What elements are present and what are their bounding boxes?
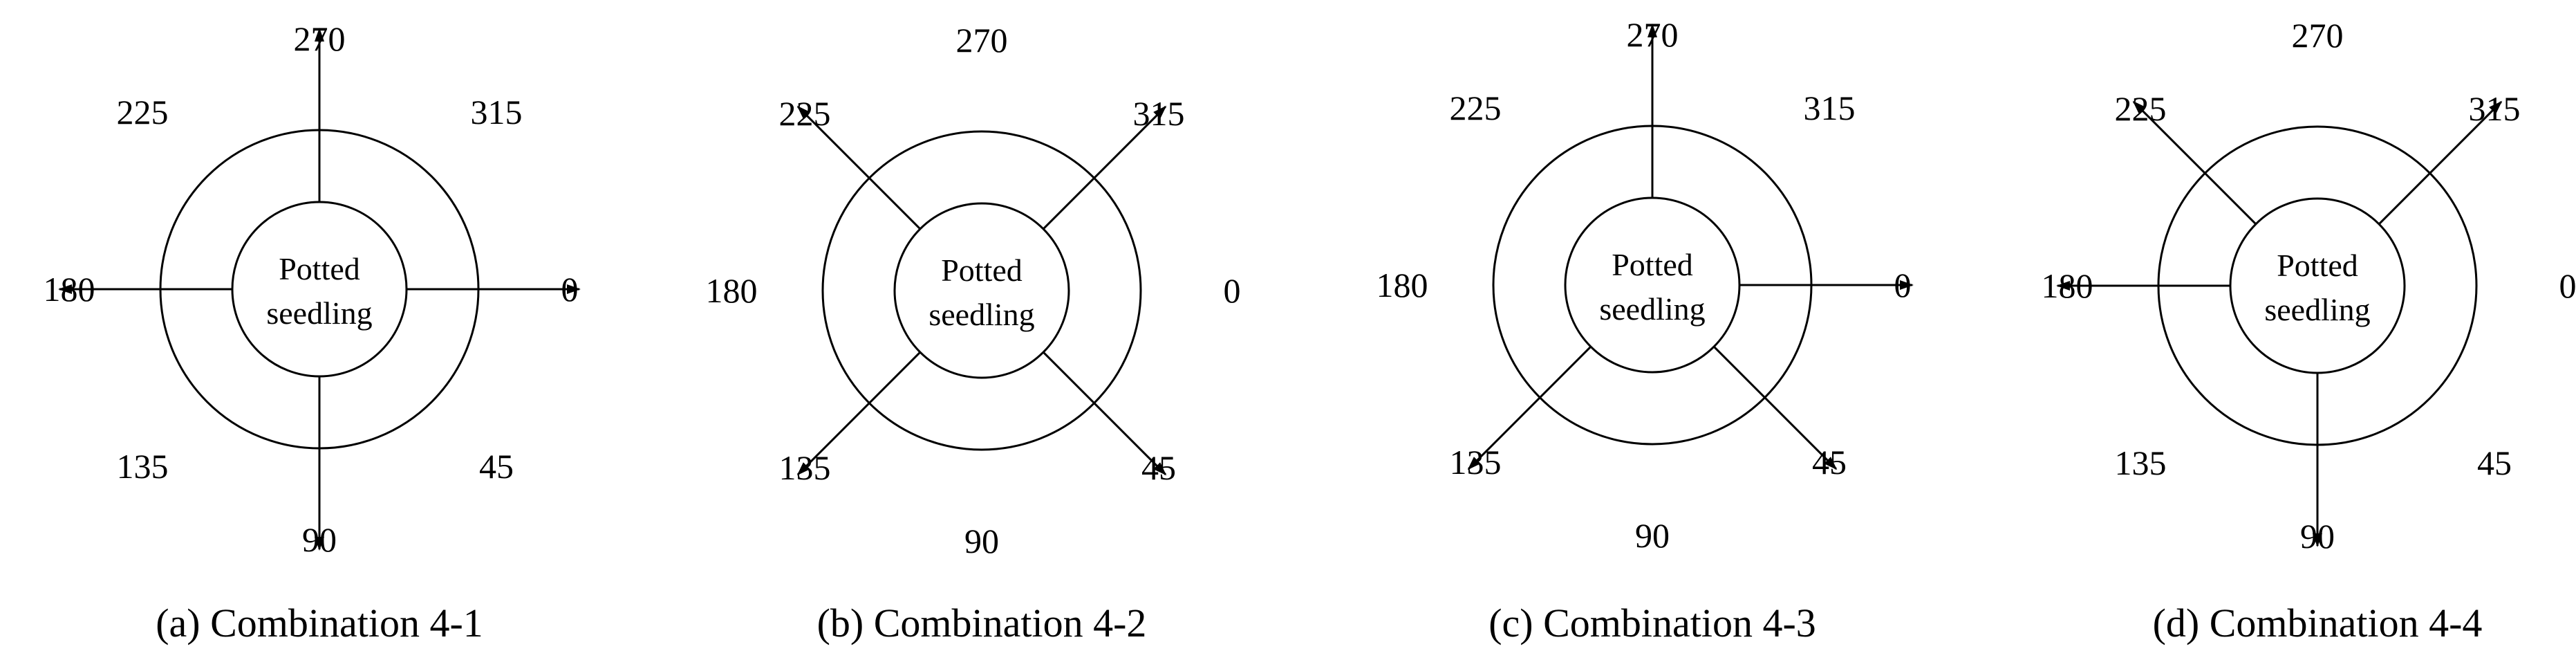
angle-label-90: 90 <box>964 522 999 560</box>
center-label-line-1: Potted <box>279 251 360 286</box>
angle-label-270: 270 <box>1627 15 1679 54</box>
angle-label-135: 135 <box>1450 443 1502 482</box>
center-label-line-2: seedling <box>2264 292 2370 327</box>
panel-caption: (a) Combination 4-1 <box>156 601 483 645</box>
direction-arrow-135 <box>796 350 922 476</box>
angle-label-90: 90 <box>1635 516 1670 555</box>
direction-arrow-225 <box>796 105 922 231</box>
potted-seedling-circle <box>893 202 1070 379</box>
angle-label-270: 270 <box>2292 16 2344 55</box>
angle-label-45: 45 <box>479 447 514 486</box>
angle-label-0: 0 <box>2559 266 2576 305</box>
potted-seedling-circle <box>1564 196 1741 374</box>
panel-caption: (b) Combination 4-2 <box>817 601 1147 645</box>
angle-label-225: 225 <box>779 94 831 133</box>
angle-label-315: 315 <box>2468 89 2520 128</box>
center-label-line-1: Potted <box>1612 247 1693 282</box>
angle-label-90: 90 <box>2300 517 2335 556</box>
angle-label-225: 225 <box>2115 89 2167 128</box>
angle-label-180: 180 <box>1376 266 1428 304</box>
angle-label-270: 270 <box>294 19 346 58</box>
direction-arrow-315 <box>1041 105 1167 231</box>
angle-label-0: 0 <box>561 270 579 309</box>
angle-label-135: 135 <box>2115 443 2167 482</box>
angle-label-0: 0 <box>1894 266 1912 304</box>
angle-label-225: 225 <box>1450 89 1502 127</box>
angle-label-315: 315 <box>1132 94 1184 133</box>
angle-label-45: 45 <box>1812 443 1847 482</box>
center-label-line-2: seedling <box>1599 291 1705 327</box>
panel-3: Potted seedling 0 45 90 135 180 225 270 315 (c) Co… <box>1376 15 1914 645</box>
direction-arrow-135 <box>1467 345 1593 470</box>
panel-4: Potted seedling 0 45 90 135 180 225 270 315 (d) Co… <box>2042 16 2576 645</box>
potted-seedling-circle <box>2229 197 2406 374</box>
center-label-line-2: seedling <box>266 295 372 331</box>
angle-label-225: 225 <box>117 93 169 131</box>
direction-arrow-315 <box>2377 100 2503 226</box>
potted-seedling-circle <box>231 201 408 378</box>
direction-arrow-45 <box>1041 350 1167 476</box>
angle-label-180: 180 <box>44 270 95 309</box>
angle-label-135: 135 <box>117 447 169 486</box>
panel-1: Potted seedling 0 45 90 135 180 225 270 315 (a) Co… <box>44 19 581 645</box>
direction-arrow-45 <box>1712 345 1838 470</box>
center-label-line-1: Potted <box>2277 248 2358 283</box>
angle-label-90: 90 <box>302 520 337 559</box>
panel-caption: (d) Combination 4-4 <box>2153 601 2483 645</box>
outer-ring <box>821 130 1142 451</box>
angle-label-315: 315 <box>470 93 522 131</box>
angle-label-315: 315 <box>1803 89 1855 127</box>
angle-label-180: 180 <box>706 271 758 310</box>
angle-label-135: 135 <box>779 448 831 487</box>
angle-label-270: 270 <box>956 21 1008 59</box>
center-label-line-1: Potted <box>941 253 1023 288</box>
angle-label-0: 0 <box>1224 271 1241 310</box>
angle-label-180: 180 <box>2042 266 2093 305</box>
panel-2: Potted seedling 0 45 90 135 180 225 270 315 (b) Co… <box>706 21 1241 645</box>
center-label-line-2: seedling <box>928 297 1034 332</box>
angle-label-45: 45 <box>1141 448 1176 487</box>
angle-label-45: 45 <box>2477 443 2512 482</box>
panel-caption: (c) Combination 4-3 <box>1488 601 1816 645</box>
direction-arrow-225 <box>2132 100 2258 226</box>
